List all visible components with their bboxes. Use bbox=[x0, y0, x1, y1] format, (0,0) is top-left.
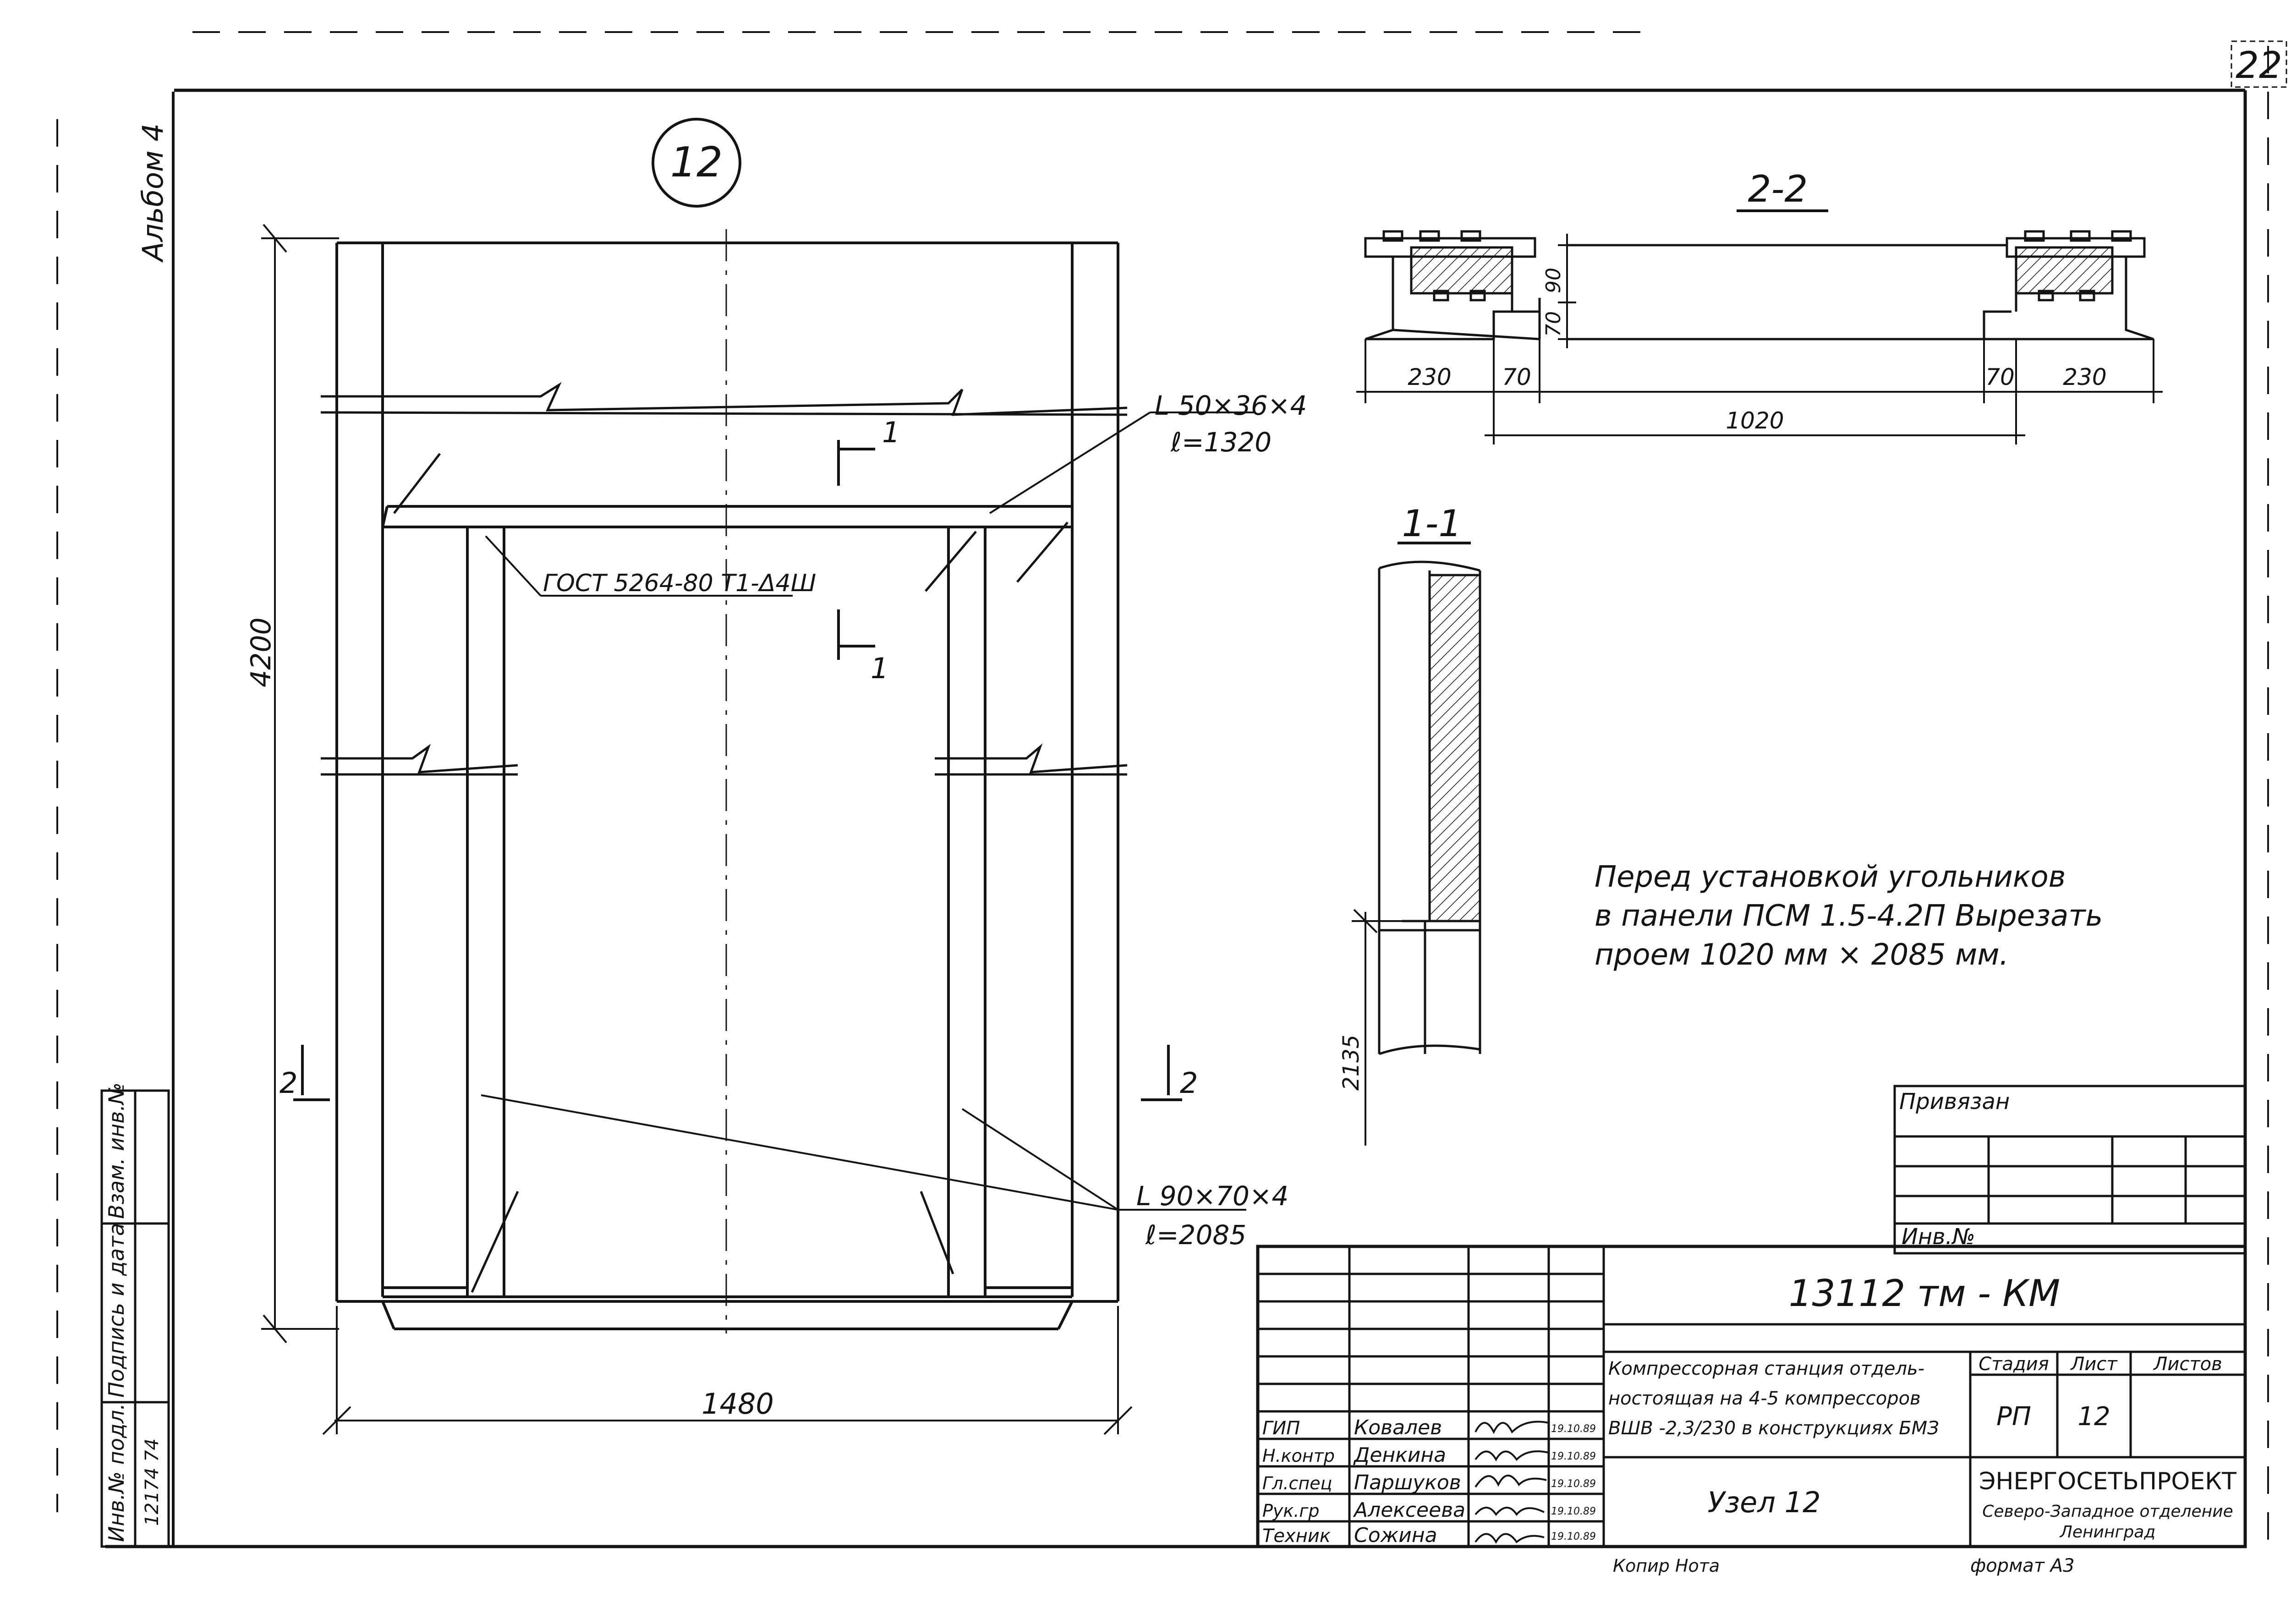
album-label: Альбом 4 bbox=[136, 123, 170, 263]
stamp-privyazan: Привязан bbox=[1899, 1089, 2010, 1114]
side-inv-podl: Инв.№ подл. bbox=[104, 1403, 129, 1542]
title-block bbox=[1256, 1085, 2247, 1548]
side-inv-value: 12174 74 bbox=[142, 1438, 163, 1526]
section-2-left-label: 2 bbox=[280, 1066, 297, 1100]
top-angle-profile: L 50×36×4 bbox=[1155, 390, 1307, 421]
date-tehnik: 19.10.89 bbox=[1551, 1531, 1596, 1542]
weld-note: ГОСТ 5264-80 Т1-Δ4Ш bbox=[543, 570, 816, 597]
s22-dim-70-right: 70 bbox=[1985, 364, 2015, 390]
section-2-2-profile bbox=[1364, 230, 2154, 340]
stamp-col-sheets: Листов bbox=[2153, 1354, 2222, 1375]
note-line-1: Перед установкой угольников bbox=[1595, 860, 2066, 894]
stamp-project-title-1: Компрессорная станция отдель- bbox=[1608, 1358, 1924, 1379]
side-stamp bbox=[100, 1089, 170, 1548]
s22-dim-70-left: 70 bbox=[1502, 364, 1531, 390]
note-block: Перед установкой угольников в панели ПСМ… bbox=[1595, 860, 2103, 972]
side-vzam-inv: Взам. инв.№ bbox=[104, 1082, 129, 1219]
name-nkontr: Денкина bbox=[1353, 1443, 1446, 1467]
panel-frame bbox=[335, 241, 1119, 1330]
sheet-number: 22 bbox=[2236, 44, 2282, 87]
section-2-2-dims bbox=[1356, 234, 2163, 444]
section-2-markers bbox=[293, 1045, 1182, 1101]
weld-note-leader bbox=[485, 535, 793, 597]
stamp-project-title-2: ностоящая на 4-5 компрессоров bbox=[1608, 1388, 1921, 1409]
section-1-1-title: 1-1 bbox=[1402, 502, 1462, 545]
date-glspec: 19.10.89 bbox=[1551, 1478, 1596, 1490]
name-gip: Ковалев bbox=[1354, 1416, 1442, 1439]
section-1-1: 1-1 2135 bbox=[1338, 502, 1481, 1146]
note-line-2: в панели ПСМ 1.5-4.2П Вырезать bbox=[1595, 899, 2103, 933]
section-2-2: 2-2 bbox=[1356, 168, 2163, 444]
stamp-org-2: Северо-Западное отделение bbox=[1982, 1502, 2233, 1521]
role-tehnik: Техник bbox=[1262, 1525, 1331, 1547]
stamp-stage: РП bbox=[1996, 1402, 2031, 1432]
stamp-inv-no: Инв.№ bbox=[1902, 1224, 1975, 1250]
section-1-bottom-label: 1 bbox=[871, 652, 888, 685]
side-angle-profile: L 90×70×4 bbox=[1136, 1180, 1288, 1212]
s22-dim-1020: 1020 bbox=[1726, 407, 1784, 434]
node-marker-circle bbox=[652, 118, 741, 208]
section-1-markers bbox=[837, 440, 875, 660]
sheet-format: формат А3 bbox=[1970, 1555, 2075, 1576]
weld-marks bbox=[393, 453, 1069, 1293]
stamp-project-title-3: ВШВ -2,3/230 в конструкциях БМЗ bbox=[1608, 1418, 1939, 1439]
s22-dim-70-vertical: 70 bbox=[1542, 311, 1565, 337]
stamp-sheet-title: Узел 12 bbox=[1707, 1486, 1820, 1519]
s22-dim-230-right: 230 bbox=[2063, 364, 2106, 390]
top-angle-leader bbox=[989, 411, 1255, 514]
stamp-sheet: 12 bbox=[2077, 1402, 2110, 1432]
s22-dim-90: 90 bbox=[1542, 268, 1565, 293]
stamp-col-sheet: Лист bbox=[2070, 1354, 2118, 1375]
name-tehnik: Сожина bbox=[1354, 1524, 1437, 1547]
top-angle-length: ℓ=1320 bbox=[1170, 427, 1272, 458]
node-12-elevation: 12 bbox=[245, 118, 1307, 1435]
note-line-3: проем 1020 мм × 2085 мм. bbox=[1595, 938, 2009, 972]
stamp-doc-code: 13112 тм - КМ bbox=[1789, 1272, 2060, 1315]
role-glspec: Гл.спец bbox=[1262, 1473, 1332, 1493]
date-nkontr: 19.10.89 bbox=[1551, 1451, 1596, 1462]
dim-width-1480: 1480 bbox=[702, 1387, 774, 1421]
stamp-org-1: ЭНЕРГОСЕТЬПРОЕКТ bbox=[1979, 1468, 2236, 1495]
name-rukgr: Алексеева bbox=[1353, 1498, 1465, 1522]
node-marker: 12 bbox=[670, 138, 723, 187]
break-lines bbox=[320, 382, 1128, 776]
dim-height-4200: 4200 bbox=[245, 617, 277, 687]
s11-dim-2135: 2135 bbox=[1338, 1035, 1364, 1091]
dimensions bbox=[261, 224, 1133, 1435]
role-gip: ГИП bbox=[1262, 1418, 1300, 1439]
signatures bbox=[1474, 1421, 1549, 1544]
section-2-2-title: 2-2 bbox=[1748, 168, 1808, 210]
side-angle-leader bbox=[481, 1094, 1246, 1211]
date-gip: 19.10.89 bbox=[1551, 1423, 1596, 1435]
date-rukgr: 19.10.89 bbox=[1551, 1506, 1596, 1517]
role-nkontr: Н.контр bbox=[1262, 1446, 1335, 1466]
section-1-top-label: 1 bbox=[882, 416, 900, 449]
section-1-1-dims bbox=[1352, 909, 1402, 1146]
stamp-org-3: Ленинград bbox=[2059, 1523, 2155, 1542]
name-glspec: Паршуков bbox=[1354, 1471, 1461, 1494]
section-1-1-profile bbox=[1378, 560, 1481, 1055]
copied-by: Копир Нота bbox=[1613, 1556, 1720, 1576]
side-angle-length: ℓ=2085 bbox=[1145, 1219, 1246, 1251]
trim-marks bbox=[56, 31, 2269, 1558]
side-podpis-data: Подпись и дата bbox=[104, 1223, 129, 1398]
sheet-number-box: 22 bbox=[2231, 40, 2287, 88]
role-rukgr: Рук.гр bbox=[1262, 1501, 1320, 1521]
stamp-roles: ГИП Ковалев 19.10.89 Н.контр Денкина 19.… bbox=[1262, 1416, 1596, 1547]
s22-dim-230-left: 230 bbox=[1408, 364, 1451, 390]
stamp-col-stage: Стадия bbox=[1979, 1354, 2049, 1375]
section-2-right-label: 2 bbox=[1180, 1066, 1198, 1100]
